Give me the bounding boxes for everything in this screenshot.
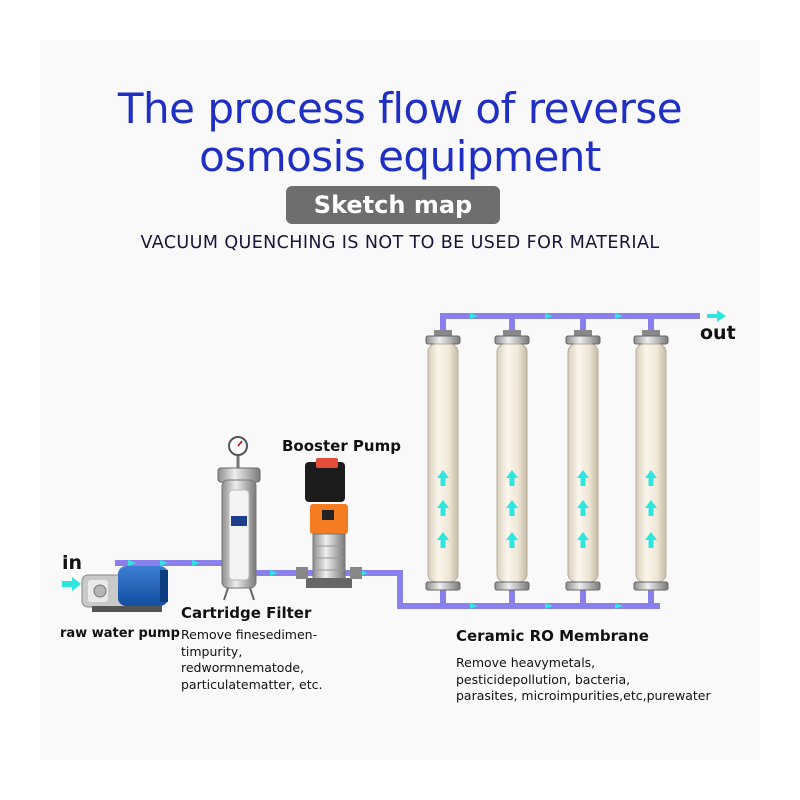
outlet-arrow (707, 310, 726, 322)
membrane-label: Ceramic RO Membrane (456, 627, 649, 645)
inlet-arrow (62, 577, 81, 591)
flow-arrows (62, 310, 726, 609)
description-line: timpurity, (181, 643, 243, 659)
pipe-arrow (470, 313, 478, 319)
subtitle: VACUUM QUENCHING IS NOT TO BE USED FOR M… (140, 233, 660, 253)
cartridge-filter-image (217, 436, 261, 601)
up-arrow-icon (506, 532, 518, 548)
inlet-label: in (62, 552, 83, 574)
up-arrow-icon (577, 532, 589, 548)
up-arrow-icon (506, 500, 518, 516)
membrane-flow-arrows (437, 470, 657, 548)
membrane-description: Remove heavymetals, pesticidepollution, … (456, 655, 711, 705)
ro-membrane-tubes (425, 330, 669, 591)
pipe-arrow (615, 313, 623, 319)
description-line: Remove heavymetals, (456, 655, 596, 670)
outlet-label: out (700, 322, 736, 344)
pipe-arrow (192, 560, 200, 566)
up-arrow-icon (645, 500, 657, 516)
description-line: parasites, microimpurities,etc,purewater (456, 688, 711, 703)
page-title-line-2: osmosis equipment (199, 132, 601, 181)
up-arrow-icon (645, 532, 657, 548)
booster-pump-image (296, 458, 362, 588)
membrane-tube-1 (425, 330, 461, 591)
cartridge-filter-description: Remove finesedimen- timpurity, redwormne… (181, 627, 322, 693)
membrane-tube-2 (494, 330, 530, 591)
pipe-arrow (128, 560, 136, 566)
up-arrow-icon (437, 532, 449, 548)
booster-pump-label: Booster Pump (282, 437, 401, 455)
pipe-network (115, 313, 700, 609)
membrane-tube-3 (565, 330, 601, 591)
pipe-arrow (470, 603, 478, 609)
page-title-line-1: The process flow of reverse (117, 84, 683, 133)
description-line: pesticidepollution, bacteria, (456, 671, 631, 687)
description-line: Remove finesedimen- (181, 627, 318, 642)
up-arrow-icon (437, 470, 449, 486)
membrane-tube-4 (633, 330, 669, 591)
up-arrow-icon (577, 500, 589, 516)
pipe-arrow (545, 313, 553, 319)
description-line: redwormnematode, (181, 660, 305, 675)
up-arrow-icon (437, 500, 449, 516)
pipe-arrow (615, 603, 623, 609)
up-arrow-icon (577, 470, 589, 486)
raw-water-pump-label: raw water pump (60, 626, 180, 641)
pipe-arrow (270, 570, 278, 576)
description-line: particulatematter, etc. (181, 676, 323, 692)
pipe-arrow (160, 560, 168, 566)
raw-water-pump-image (81, 566, 168, 612)
up-arrow-icon (506, 470, 518, 486)
pipe-arrow (545, 603, 553, 609)
up-arrow-icon (645, 470, 657, 486)
cartridge-filter-label: Cartridge Filter (181, 604, 312, 622)
sketch-map-badge: Sketch map (286, 186, 500, 224)
